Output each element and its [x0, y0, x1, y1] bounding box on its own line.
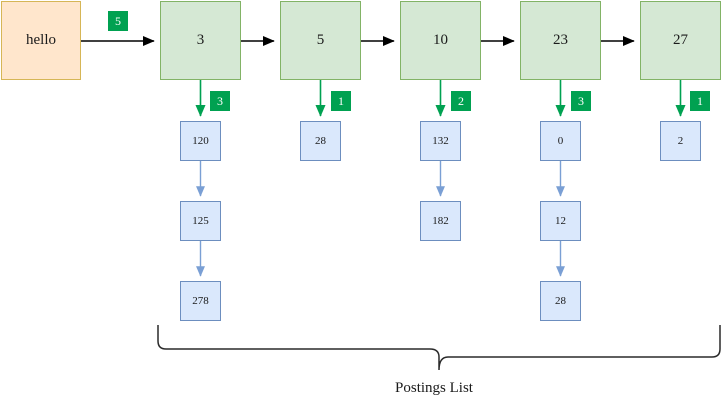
- doc-node-1[interactable]: 3: [160, 1, 241, 80]
- term-frequency-badge: 5: [108, 11, 128, 31]
- doc-frequency-badge-1: 3: [210, 91, 230, 111]
- posting-node-5-1[interactable]: 2: [660, 121, 701, 161]
- posting-label: 120: [192, 134, 209, 147]
- posting-node-4-1[interactable]: 0: [540, 121, 581, 161]
- posting-label: 12: [555, 214, 566, 227]
- posting-label: 278: [192, 294, 209, 307]
- posting-node-1-1[interactable]: 120: [180, 121, 221, 161]
- posting-node-3-2[interactable]: 182: [420, 201, 461, 241]
- doc-node-1-label: 3: [196, 32, 205, 48]
- posting-node-4-3[interactable]: 28: [540, 281, 581, 321]
- posting-label: 125: [192, 214, 209, 227]
- doc-node-3-label: 10: [433, 32, 448, 48]
- doc-frequency-badge-2: 1: [331, 91, 351, 111]
- doc-node-4[interactable]: 23: [520, 1, 601, 80]
- posting-node-1-2[interactable]: 125: [180, 201, 221, 241]
- doc-node-2[interactable]: 5: [280, 1, 361, 80]
- posting-label: 28: [555, 294, 566, 307]
- posting-label: 28: [315, 134, 326, 147]
- posting-node-1-3[interactable]: 278: [180, 281, 221, 321]
- postings-list-caption: Postings List: [395, 380, 473, 396]
- doc-node-4-label: 23: [553, 32, 568, 48]
- posting-label: 2: [677, 134, 684, 147]
- posting-label: 132: [432, 134, 449, 147]
- doc-node-5[interactable]: 27: [640, 1, 721, 80]
- term-label: hello: [26, 32, 56, 48]
- doc-node-3[interactable]: 10: [400, 1, 481, 80]
- doc-node-2-label: 5: [316, 32, 325, 48]
- term-node[interactable]: hello: [1, 1, 81, 80]
- postings-list-brace: [157, 325, 721, 371]
- doc-frequency-badge-4: 3: [571, 91, 591, 111]
- posting-node-4-2[interactable]: 12: [540, 201, 581, 241]
- doc-node-5-label: 27: [673, 32, 688, 48]
- doc-frequency-badge-3: 2: [451, 91, 471, 111]
- posting-node-3-1[interactable]: 132: [420, 121, 461, 161]
- doc-frequency-badge-5: 1: [690, 91, 710, 111]
- posting-node-2-1[interactable]: 28: [300, 121, 341, 161]
- posting-label: 182: [432, 214, 449, 227]
- posting-label: 0: [557, 134, 564, 147]
